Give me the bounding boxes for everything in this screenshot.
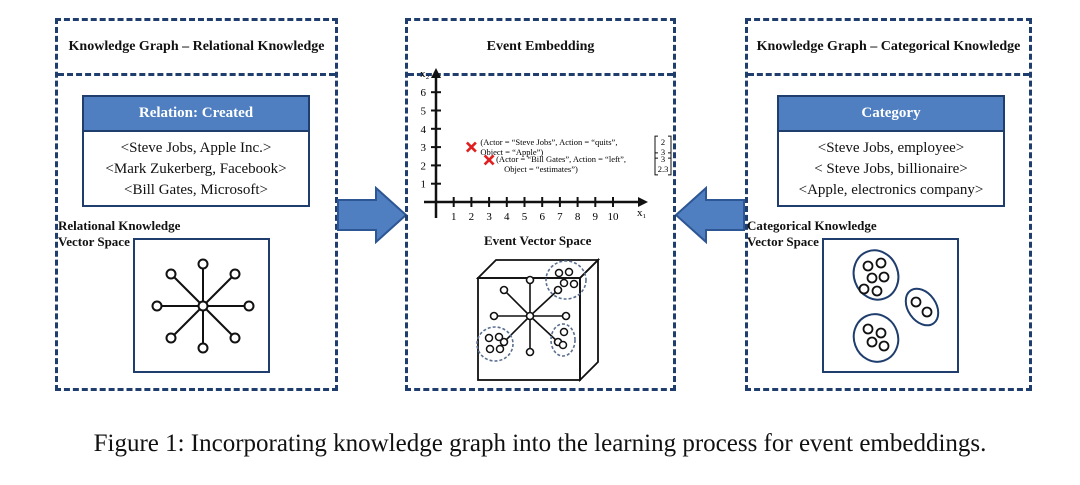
event-vector-value: 3: [661, 154, 665, 164]
category-item: <Apple, electronics company>: [798, 182, 984, 198]
vector-bracket-right: [668, 135, 672, 159]
y-tick-label: 1: [421, 179, 427, 191]
category-box: Category <Steve Jobs, employee> < Steve …: [777, 95, 1005, 207]
y-axis-label: x₂: [420, 68, 430, 80]
relational-space-label: Relational Knowledge Vector Space: [58, 218, 181, 249]
x-tick-label: 1: [451, 211, 457, 223]
relation-created-box: Relation: Created <Steve Jobs, Apple Inc…: [82, 95, 310, 207]
event-point-marker: [483, 154, 495, 166]
y-tick-label: 4: [421, 124, 427, 136]
categorical-space-label: Categorical Knowledge Vector Space: [747, 218, 877, 249]
category-box-items: <Steve Jobs, employee> < Steve Jobs, bil…: [779, 132, 1003, 201]
event-label-line1: (Actor = “Bill Gates”, Action = “left”,: [496, 154, 626, 164]
event-label-line2: Object = “Apple”): [480, 147, 543, 157]
relation-item: <Steve Jobs, Apple Inc.>: [120, 140, 272, 156]
categorical-knowledge-panel: Knowledge Graph – Categorical Knowledge: [745, 18, 1032, 391]
x-tick-label: 3: [486, 211, 492, 223]
relation-item: <Bill Gates, Microsoft>: [124, 182, 268, 198]
vector-bracket-left: [654, 152, 658, 176]
event-label-line2: Object = “estimates”): [504, 164, 578, 174]
relational-panel-title: Knowledge Graph – Relational Knowledge: [58, 21, 335, 76]
x-tick-label: 9: [593, 211, 599, 223]
relation-item: <Mark Zukerberg, Facebook>: [105, 161, 287, 177]
relational-vector-space: [133, 238, 270, 373]
y-tick-label: 5: [421, 106, 427, 118]
event-point-marker: [465, 141, 477, 153]
category-box-header: Category: [779, 97, 1003, 132]
x-tick-label: 8: [575, 211, 581, 223]
event-vector-value: 3: [661, 147, 665, 157]
categorical-panel-title: Knowledge Graph – Categorical Knowledge: [748, 21, 1029, 76]
x-tick-label: 10: [608, 211, 620, 223]
y-tick-label: 3: [421, 142, 427, 154]
relational-knowledge-panel: Knowledge Graph – Relational Knowledge: [55, 18, 338, 391]
vector-bracket-right: [668, 152, 672, 176]
x-tick-label: 4: [504, 211, 510, 223]
vector-bracket-left: [654, 135, 658, 159]
event-vector-value: 2: [661, 137, 665, 147]
category-item: < Steve Jobs, billionaire>: [814, 161, 968, 177]
y-tick-label: 6: [421, 87, 427, 99]
category-clusters-icon: [852, 249, 940, 363]
x-axis-label: x₁: [637, 207, 647, 219]
relation-box-items: <Steve Jobs, Apple Inc.> <Mark Zukerberg…: [84, 132, 308, 201]
event-embedding-panel: Event Embedding: [405, 18, 676, 391]
event-space-label: Event Vector Space: [484, 233, 592, 248]
event-vector-value: 2.3: [658, 164, 669, 174]
y-axis-arrowhead: [431, 68, 441, 78]
event-panel-title: Event Embedding: [408, 21, 673, 76]
x-tick-label: 7: [557, 211, 563, 223]
category-item: <Steve Jobs, employee>: [817, 140, 965, 156]
categorical-vector-space: [822, 238, 959, 373]
star-graph-icon: [151, 258, 255, 354]
x-tick-label: 2: [469, 211, 475, 223]
arrow-right-icon: [337, 186, 408, 244]
x-tick-label: 6: [539, 211, 545, 223]
arrow-left-icon: [674, 186, 745, 244]
y-tick-label: 2: [421, 160, 427, 172]
relation-box-header: Relation: Created: [84, 97, 308, 132]
event-vector-space-cube: [475, 257, 601, 383]
x-axis-arrowhead: [638, 197, 648, 207]
x-tick-label: 5: [522, 211, 528, 223]
figure-caption: Figure 1: Incorporating knowledge graph …: [93, 430, 987, 457]
event-label-line1: (Actor = “Steve Jobs”, Action = “quits”,: [480, 137, 617, 147]
